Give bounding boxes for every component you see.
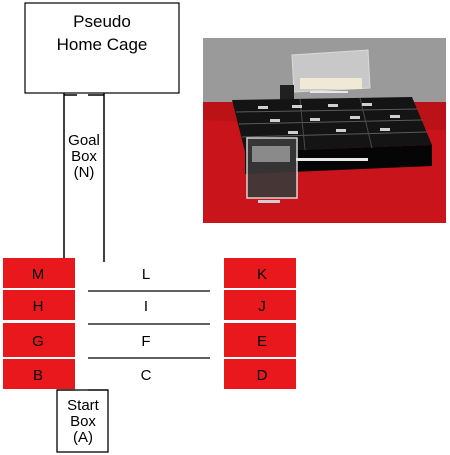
photo-rod-base xyxy=(258,200,280,203)
photo-reflections xyxy=(258,103,400,134)
cell-left-label: H xyxy=(33,298,44,315)
photo-reflection xyxy=(336,129,346,132)
apparatus-photo xyxy=(203,38,446,223)
cell-center-label: L xyxy=(142,266,150,283)
goal-box-label-line3: (N) xyxy=(74,164,95,181)
home-cage-label-line1: Pseudo xyxy=(73,12,131,31)
photo-reflection xyxy=(350,116,360,119)
cell-right xyxy=(224,290,296,320)
goal-box-label-line1: Goal xyxy=(68,132,100,149)
cell-right xyxy=(224,323,296,357)
photo-reflection xyxy=(310,118,320,121)
start-box-label-line1: Start xyxy=(67,397,100,414)
maze-row: H I J xyxy=(3,290,296,320)
cell-right-label: D xyxy=(257,367,268,384)
maze-row: M L K xyxy=(3,258,296,288)
cell-center-label: F xyxy=(141,333,150,350)
pseudo-home-cage: Pseudo Home Cage xyxy=(24,2,180,94)
photo-maze-grid xyxy=(241,131,428,138)
cell-right xyxy=(224,258,296,288)
goal-label-bg xyxy=(65,128,103,180)
photo-reflection xyxy=(270,119,280,122)
home-cage-label-line2: Home Cage xyxy=(57,35,148,54)
photo-goal-door-rod xyxy=(310,91,348,93)
photo-start-door-rod xyxy=(296,158,368,161)
photo-reflection xyxy=(292,105,302,108)
photo-reflection xyxy=(258,106,268,109)
photo-maze-grid xyxy=(235,108,419,113)
cell-left xyxy=(3,359,75,389)
maze-grid: M L K H I J G F E B C D xyxy=(3,258,296,389)
photo-maze-grid xyxy=(238,119,424,125)
cell-left xyxy=(3,258,75,288)
start-box-label-line3: (A) xyxy=(73,429,93,446)
maze-row: B C D xyxy=(3,359,296,389)
start-box-label-line2: Box xyxy=(70,413,96,430)
cell-left xyxy=(3,323,75,357)
goal-box: Goal Box (N) xyxy=(63,93,105,262)
cell-right-label: K xyxy=(257,266,267,283)
cell-center-label: C xyxy=(141,367,152,384)
cell-left xyxy=(3,290,75,320)
photo-reflection xyxy=(380,128,390,131)
photo-reflection xyxy=(390,115,400,118)
goal-box-label-line2: Box xyxy=(71,148,97,165)
photo-reflection xyxy=(288,131,298,134)
home-cage-box xyxy=(24,2,180,94)
photo-start-box-lid xyxy=(252,146,290,162)
photo-bedding xyxy=(300,78,362,89)
cell-right xyxy=(224,359,296,389)
cell-left-label: M xyxy=(32,266,45,283)
start-box: Start Box (A) xyxy=(56,389,109,453)
cell-left-label: B xyxy=(33,367,43,384)
cell-left-label: G xyxy=(32,333,44,350)
cell-right-label: E xyxy=(257,333,267,350)
cell-center-label: I xyxy=(144,298,148,315)
photo-maze-grid xyxy=(359,97,373,149)
photo-reflection xyxy=(328,104,338,107)
photo-reflection xyxy=(362,103,372,106)
start-box-outline xyxy=(56,389,109,453)
maze-row: G F E xyxy=(3,323,296,357)
cell-right-label: J xyxy=(258,298,266,315)
